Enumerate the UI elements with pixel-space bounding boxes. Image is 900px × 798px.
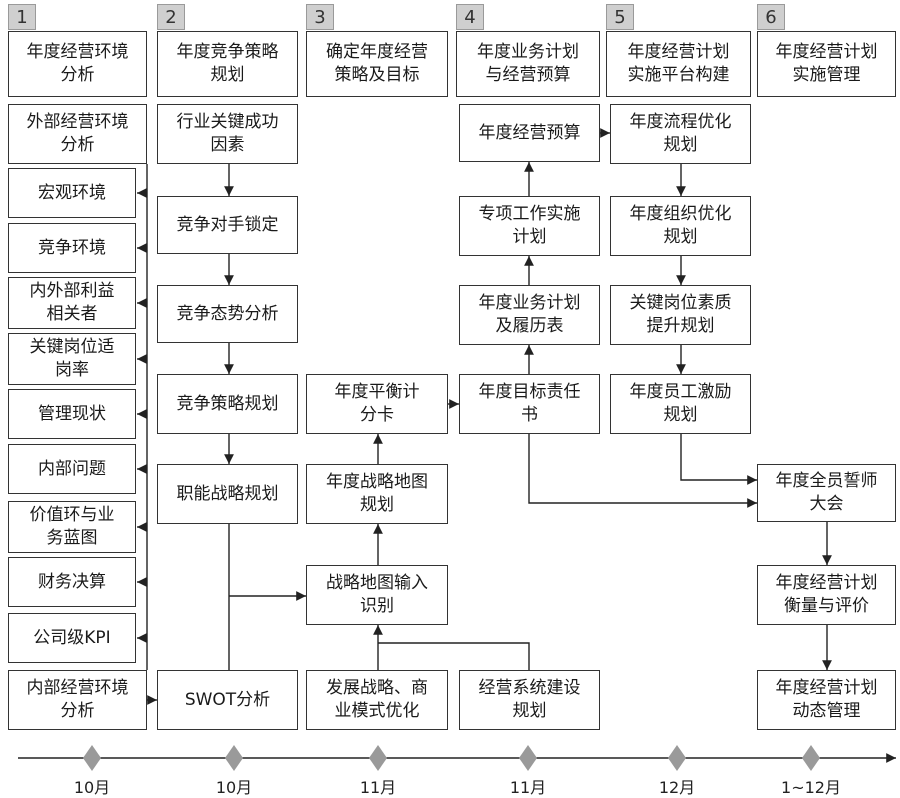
annual-organization-optimization: 年度组织优化 规划 <box>610 196 751 256</box>
column-header-5: 年度经营计划 实施平台构建 <box>606 31 751 97</box>
column-header-1: 年度经营环境 分析 <box>8 31 147 97</box>
development-strategy-optimization: 发展战略、商 业模式优化 <box>306 670 448 730</box>
column-number-2: 2 <box>157 4 185 30</box>
column-number-3: 3 <box>306 4 334 30</box>
timeline-marker-4 <box>519 745 537 771</box>
column-number-1: 1 <box>8 4 36 30</box>
column-number-6: 6 <box>757 4 785 30</box>
competitive-situation-analysis: 竞争态势分析 <box>157 285 298 343</box>
timeline-label-1: 10月 <box>73 778 111 797</box>
competitor-lock: 竞争对手锁定 <box>157 196 298 254</box>
column-header-6: 年度经营计划 实施管理 <box>757 31 896 97</box>
annual-target-responsibility-letter: 年度目标责任 书 <box>459 374 600 434</box>
timeline-marker-3 <box>369 745 387 771</box>
annual-strategy-map: 年度战略地图 规划 <box>306 464 448 524</box>
timeline-label-2: 10月 <box>215 778 253 797</box>
annual-employee-incentive: 年度员工激励 规划 <box>610 374 751 434</box>
factor-stakeholders: 内外部利益 相关者 <box>8 277 136 329</box>
factor-macro-environment: 宏观环境 <box>8 168 136 218</box>
industry-key-success-factors: 行业关键成功 因素 <box>157 104 298 164</box>
annual-operating-budget: 年度经营预算 <box>459 104 600 162</box>
external-environment-analysis: 外部经营环境 分析 <box>8 104 147 164</box>
factor-financial-accounts: 财务决算 <box>8 557 136 607</box>
timeline-label-6: 1~12月 <box>781 778 841 797</box>
column-header-3: 确定年度经营 策略及目标 <box>306 31 448 97</box>
timeline-marker-2 <box>225 745 243 771</box>
factor-competitive-environment: 竞争环境 <box>8 223 136 273</box>
functional-strategy-planning: 职能战略规划 <box>157 464 298 524</box>
competitive-strategy-planning: 竞争策略规划 <box>157 374 298 434</box>
annual-process-optimization: 年度流程优化 规划 <box>610 104 751 164</box>
timeline-label-5: 12月 <box>658 778 696 797</box>
swot-analysis: SWOT分析 <box>157 670 298 730</box>
column-number-4: 4 <box>456 4 484 30</box>
factor-management-status: 管理现状 <box>8 389 136 439</box>
annual-all-staff-oath-rally: 年度全员誓师 大会 <box>757 464 896 522</box>
column-header-4: 年度业务计划 与经营预算 <box>456 31 600 97</box>
factor-internal-problems: 内部问题 <box>8 444 136 494</box>
timeline-marker-1 <box>83 745 101 771</box>
factor-value-chain: 价值环与业 务蓝图 <box>8 501 136 553</box>
timeline-label-4: 11月 <box>509 778 547 797</box>
annual-business-plan: 年度业务计划 及履历表 <box>459 285 600 345</box>
annual-balanced-scorecard: 年度平衡计 分卡 <box>306 374 448 434</box>
timeline-marker-5 <box>668 745 686 771</box>
strategy-map-input-identification: 战略地图输入 识别 <box>306 565 448 625</box>
factor-company-kpi: 公司级KPI <box>8 613 136 663</box>
key-post-quality-improvement: 关键岗位素质 提升规划 <box>610 285 751 345</box>
annual-plan-dynamic-management: 年度经营计划 动态管理 <box>757 670 896 730</box>
column-header-2: 年度竞争策略 规划 <box>157 31 298 97</box>
timeline-label-3: 11月 <box>359 778 397 797</box>
annual-plan-measurement-evaluation: 年度经营计划 衡量与评价 <box>757 565 896 625</box>
column-number-5: 5 <box>606 4 634 30</box>
operating-system-construction-plan: 经营系统建设 规划 <box>459 670 600 730</box>
timeline-marker-6 <box>802 745 820 771</box>
factor-key-post-fit: 关键岗位适 岗率 <box>8 333 136 385</box>
special-work-plan: 专项工作实施 计划 <box>459 196 600 256</box>
internal-environment-analysis: 内部经营环境 分析 <box>8 670 147 730</box>
